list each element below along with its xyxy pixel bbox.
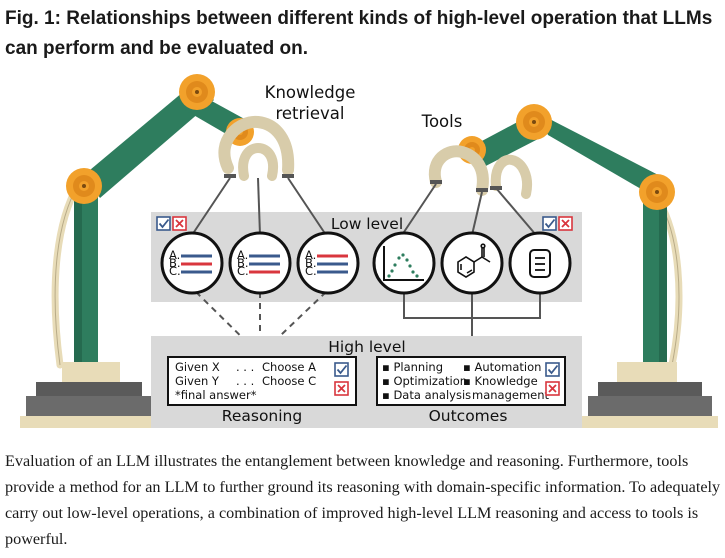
check-icon [156,216,171,231]
reasoning-line2-left: Given Y [175,374,220,388]
outcome-bullet-knowledge: ▪ Knowledge [463,374,538,388]
chart-icon [383,246,424,281]
option-circle-3: A. B. C. [296,231,360,295]
outcome-management: management [472,388,550,402]
option-letter-b: B. [237,256,249,270]
chart-tool-circle [372,231,436,295]
molecule-icon [457,243,491,278]
tools-gripper [428,145,532,199]
joint-icon [66,168,102,204]
knowledge-gripper [218,115,295,181]
reasoning-line2-right: Choose C [262,374,316,388]
reasoning-line1-left: Given X [175,360,220,374]
outcome-bullet-automation: ▪ Automation [463,360,541,374]
joint-icon [639,174,675,210]
outcome-bullet-optimization: ▪ Optimization [382,374,467,388]
reasoning-line3: *final answer* [175,388,257,402]
knowledge-connectors [191,177,327,236]
left-robot-arm [20,74,254,428]
tools-label: Tools [421,112,463,131]
reasoning-box [167,356,357,406]
option-letter-a: A. [169,248,180,262]
figure-title: Fig. 1: Relationships between different … [5,8,713,59]
option-letter-c: C. [305,264,317,278]
knowledge-label: Knowledge [265,83,356,102]
option-letter-a: A. [305,248,316,262]
reasoning-line2-dots: . . . [236,374,254,388]
joint-icon [179,74,215,110]
check-icon [542,216,557,231]
molecule-tool-circle [440,231,504,295]
option-letter-b: B. [305,256,317,270]
option-letter-b: B. [169,256,181,270]
option-letter-c: C. [237,264,249,278]
cross-icon [545,381,560,396]
reasoning-label: Reasoning [222,407,302,425]
reasoning-connectors [195,291,327,356]
document-icon [529,249,551,278]
option-circle-2: A. B. C. [228,231,292,295]
outcome-bullet-data-analysis: ▪ Data analysis [382,388,471,402]
tools-connectors [401,183,537,236]
cross-icon [558,216,573,231]
option-letter-a: A. [237,248,248,262]
check-icon [545,362,560,377]
outcomes-box [376,356,566,406]
outcomes-label: Outcomes [429,407,508,425]
low-level-label: Low level [331,215,403,233]
cross-icon [172,216,187,231]
retrieval-label: retrieval [275,104,344,123]
reasoning-line1-right: Choose A [262,360,316,374]
figure-caption: Evaluation of an LLM illustrates the ent… [5,452,721,548]
option-letter-c: C. [169,264,181,278]
high-level-label: High level [328,338,405,356]
reasoning-line1-dots: . . . [236,360,254,374]
cross-icon [334,381,349,396]
diagram: Knowledge retrieval Tools Low level A. B… [20,74,718,428]
outcome-bullet-planning: ▪ Planning [382,360,443,374]
option-circle-1: A. B. C. [160,231,224,295]
document-tool-circle [508,231,572,295]
joint-icon [516,104,552,140]
check-icon [334,362,349,377]
